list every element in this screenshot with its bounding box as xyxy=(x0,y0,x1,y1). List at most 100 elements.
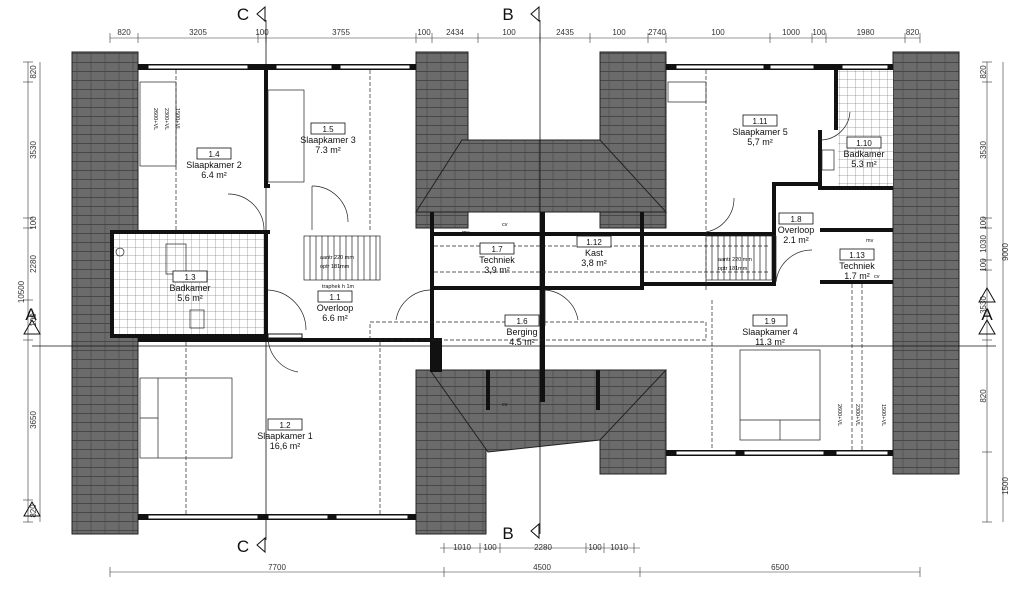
note-stair-left-2: optr 181mm xyxy=(320,264,350,270)
dimension-right-extra: 1500 xyxy=(1001,477,1010,495)
dimension-right-label: 100 xyxy=(979,216,988,230)
dimension-top-label: 100 xyxy=(812,28,826,37)
dimension-top-label: 820 xyxy=(117,28,131,37)
dimension-left xyxy=(27,62,41,522)
dimension-right-label: 3530 xyxy=(979,141,988,159)
section-marker-b-top: B xyxy=(502,5,513,24)
dimension-top-label: 100 xyxy=(255,28,269,37)
stair-left xyxy=(303,235,381,281)
room-name: Slaapkamer 3 xyxy=(300,135,356,145)
room-name: Techniek xyxy=(839,261,875,271)
section-marker-a-right: A xyxy=(981,305,993,324)
note-stair-right-1: aantr 220 mm xyxy=(718,257,752,263)
room-area: 6.4 m² xyxy=(201,170,227,180)
section-lines xyxy=(23,5,996,554)
dormer-roof-center-top xyxy=(415,139,668,213)
room-area: 4.5 m² xyxy=(509,337,535,347)
dimension-top-label: 100 xyxy=(502,28,516,37)
section-marker-b-bottom: B xyxy=(502,524,513,543)
room-area: 1.7 m² xyxy=(844,271,870,281)
room-name: Slaapkamer 5 xyxy=(732,127,788,137)
note-vl-2: 2300+VL xyxy=(163,108,169,130)
dimension-bottom-label: 6500 xyxy=(771,563,789,572)
bathroom-1-10-tiles xyxy=(838,70,893,186)
dimension-top-label: 100 xyxy=(417,28,431,37)
section-marker-a-left: A xyxy=(25,305,37,324)
room-name: Badkamer xyxy=(843,149,884,159)
dimension-top-label: 1980 xyxy=(857,28,875,37)
dimension-top-label: 100 xyxy=(612,28,626,37)
bathroom-1-3-tiles xyxy=(114,234,264,334)
room-number: 1.4 xyxy=(208,150,220,159)
windows xyxy=(147,64,889,520)
room-number: 1.11 xyxy=(753,117,769,126)
dimension-top-label: 100 xyxy=(711,28,725,37)
dimension-right-label: 100 xyxy=(979,258,988,272)
room-area: 5,7 m² xyxy=(747,137,773,147)
section-marker-c-bottom: C xyxy=(237,537,249,556)
room-area: 5.3 m² xyxy=(851,159,877,169)
dimension-right xyxy=(986,62,1004,522)
dimension-bottom-label: 7700 xyxy=(268,563,286,572)
room-name: Techniek xyxy=(479,255,515,265)
dimension-top-label: 3755 xyxy=(332,28,350,37)
room-number: 1.9 xyxy=(764,317,776,326)
section-marker-c-top: C xyxy=(237,5,249,24)
roof-slope-right xyxy=(892,51,960,475)
dimension-top-label: 2740 xyxy=(648,28,666,37)
note-stair-left-1: aantr 220 mm xyxy=(320,255,354,261)
room-number: 1.3 xyxy=(184,273,196,282)
dimension-bottom-inner-label: 2280 xyxy=(534,543,552,552)
dimension-right-total: 9000 xyxy=(1001,243,1010,261)
note-stair-right-2: optr 181mm xyxy=(718,266,748,272)
note-cv-3: cv xyxy=(874,274,880,280)
dimension-left-label: 3530 xyxy=(29,141,38,159)
room-number: 1.1 xyxy=(329,293,341,302)
room-number: 1.7 xyxy=(491,245,503,254)
room-name: Overloop xyxy=(778,225,815,235)
dimension-left-label: 3650 xyxy=(29,411,38,429)
dimension-left-label: 820 xyxy=(29,65,38,79)
dimension-right-label: 1030 xyxy=(979,235,988,253)
dimension-top: 820 3205 100 3755 100 2434 100 2435 100 2740 100 10… xyxy=(109,28,921,43)
note-traphek: traphek h 1m xyxy=(322,284,355,290)
note-cv-1: cv xyxy=(502,222,508,228)
dimension-right-label: 3530 xyxy=(979,296,988,314)
room-number: 1.2 xyxy=(279,421,291,430)
furniture xyxy=(115,81,835,459)
dimension-left-label: 100 xyxy=(29,216,38,230)
room-name: Slaapkamer 2 xyxy=(186,160,242,170)
room-area: 2.1 m² xyxy=(783,235,809,245)
stair-right xyxy=(705,235,777,281)
dimension-bottom-inner-label: 100 xyxy=(483,543,497,552)
room-area: 5.6 m² xyxy=(177,293,203,303)
room-number: 1.13 xyxy=(849,251,865,260)
dimension-top-label: 3205 xyxy=(189,28,207,37)
dimension-top-label: 1000 xyxy=(782,28,800,37)
room-number: 1.6 xyxy=(516,317,528,326)
room-number: 1.10 xyxy=(856,139,872,148)
room-name: Kast xyxy=(585,248,604,258)
dimension-top-label: 2434 xyxy=(446,28,464,37)
dimension-top-label: 2435 xyxy=(556,28,574,37)
dimension-left-label: 100 xyxy=(29,313,38,327)
room-name: Badkamer xyxy=(169,283,210,293)
dimension-right-label: 820 xyxy=(979,389,988,403)
room-area: 16,6 m² xyxy=(270,441,301,451)
note-vl-4: 2600+VL xyxy=(836,404,842,426)
room-number: 1.12 xyxy=(586,238,602,247)
room-number: 1.5 xyxy=(322,125,334,134)
dimension-bottom-label: 4500 xyxy=(533,563,551,572)
